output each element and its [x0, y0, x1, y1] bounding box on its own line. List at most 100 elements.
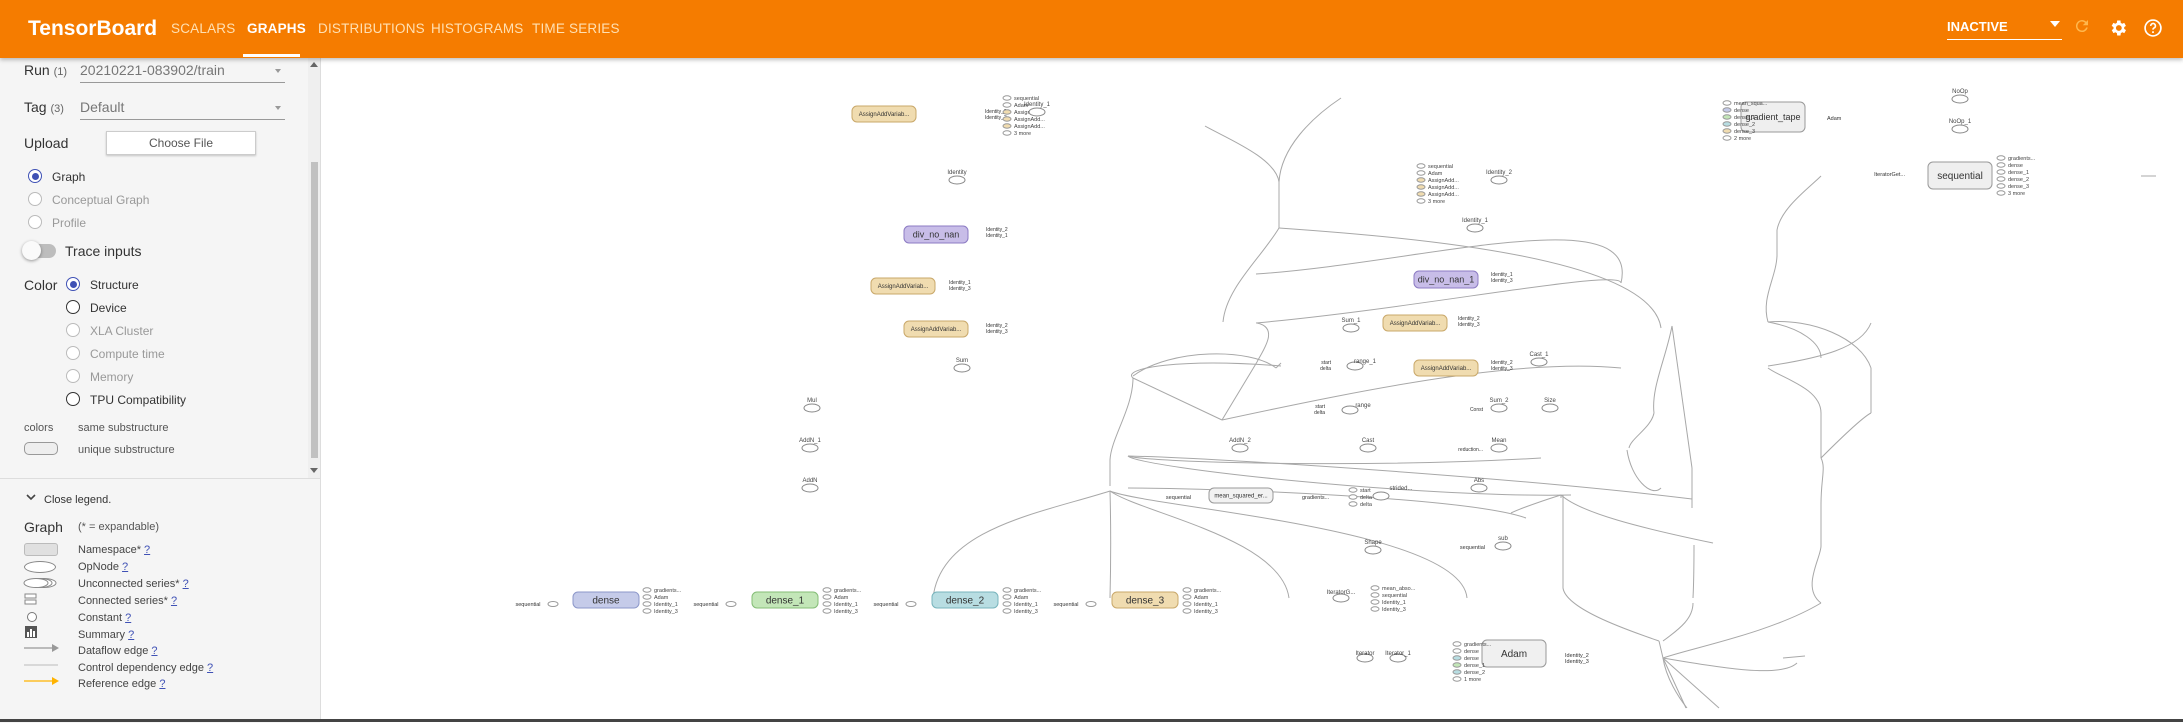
- scroll-up-icon[interactable]: [310, 62, 318, 67]
- assign5-output: Identity_3: [1491, 366, 1513, 372]
- series-label: gradients...: [1014, 588, 1042, 594]
- tag-count: (3): [50, 103, 64, 115]
- node-addn-1[interactable]: AddN_1: [799, 438, 822, 453]
- node-addn-2[interactable]: AddN_2: [1229, 438, 1252, 453]
- tag-select[interactable]: Default: [80, 99, 285, 120]
- series-op: [1370, 592, 1380, 598]
- run-select[interactable]: 20210221-083902/train: [80, 62, 285, 83]
- help-icon[interactable]: [2143, 18, 2163, 38]
- node-shape[interactable]: Shape: [1364, 540, 1382, 555]
- node-identity-1b[interactable]: Identity_1: [1024, 102, 1051, 117]
- node-dense-2[interactable]: dense_2: [931, 591, 999, 609]
- help-link[interactable]: ?: [207, 662, 214, 674]
- node-assign-2[interactable]: AssignAddVariab...: [870, 277, 936, 295]
- assign4-output: Identity_2: [1458, 316, 1480, 322]
- tab-histograms[interactable]: HISTOGRAMS: [431, 21, 524, 36]
- legend-item-control-dependency-edge: Control dependency edge ?: [78, 662, 213, 674]
- tab-scalars[interactable]: SCALARS: [171, 21, 236, 36]
- scrollbar-thumb[interactable]: [311, 162, 318, 458]
- trace-inputs-toggle[interactable]: [22, 241, 56, 260]
- scroll-down-icon[interactable]: [310, 468, 318, 473]
- legend-label: Reference edge: [78, 678, 157, 690]
- tab-graphs[interactable]: GRAPHS: [247, 21, 306, 36]
- sidebar-scrollbar[interactable]: [308, 58, 320, 478]
- refresh-icon[interactable]: [2073, 17, 2091, 35]
- series-label: start: [1360, 488, 1371, 494]
- series-op: [1452, 676, 1462, 682]
- node-assign-5-shape: [1413, 359, 1479, 377]
- color-radio-compute-time[interactable]: [66, 346, 80, 360]
- node-sequential[interactable]: sequential: [1927, 161, 1993, 190]
- series-label: 2 more: [1734, 136, 1751, 142]
- node-addn[interactable]: AddN: [801, 478, 819, 493]
- tab-distributions[interactable]: DISTRIBUTIONS: [318, 21, 425, 36]
- node-sum-2[interactable]: Sum_2: [1489, 398, 1509, 413]
- node-dense-1[interactable]: dense_1: [751, 591, 819, 609]
- node-assign-5[interactable]: AssignAddVariab...: [1413, 359, 1479, 377]
- series-op: [1182, 594, 1192, 600]
- node-iterator[interactable]: Iterator: [1355, 651, 1375, 663]
- node-iterator-1[interactable]: Iterator_1: [1385, 651, 1412, 663]
- series-label: Identity_3: [1382, 607, 1406, 613]
- plugin-status-select[interactable]: INACTIVE: [1947, 17, 2062, 40]
- chevron-down-icon[interactable]: [26, 494, 36, 502]
- node-size[interactable]: Size: [1541, 398, 1559, 413]
- color-radio-xla-cluster[interactable]: [66, 323, 80, 337]
- node-identity[interactable]: Identity: [947, 170, 967, 185]
- help-link[interactable]: ?: [125, 612, 132, 624]
- help-link[interactable]: ?: [122, 561, 129, 573]
- node-mean[interactable]: Mean: [1490, 438, 1508, 453]
- node-cast[interactable]: Cast: [1359, 438, 1377, 453]
- node-shape-label: Shape: [1364, 540, 1382, 546]
- series-op: [1722, 107, 1732, 113]
- node-sum[interactable]: Sum: [953, 358, 971, 373]
- graph-type-radio-profile[interactable]: [28, 215, 42, 229]
- tab-time-series[interactable]: TIME SERIES: [532, 21, 620, 36]
- node-adam[interactable]: Adam: [1481, 639, 1547, 668]
- app-title[interactable]: TensorBoard: [28, 17, 158, 40]
- graph-type-radio-conceptual[interactable]: [28, 192, 42, 206]
- graph-type-radio-graph[interactable]: [28, 169, 42, 183]
- node-gradient-tape[interactable]: gradient_tape: [1740, 101, 1806, 133]
- series-label: gradients...: [654, 588, 682, 594]
- node-sub[interactable]: sub: [1494, 536, 1512, 551]
- color-radio-device[interactable]: [66, 300, 80, 314]
- help-link[interactable]: ?: [182, 578, 189, 590]
- node-iterator-getnext[interactable]: IteratorG...: [1327, 590, 1356, 603]
- node-div-no-nan[interactable]: div_no_nan: [903, 225, 969, 244]
- node-assign-3[interactable]: AssignAddVariab...: [851, 105, 917, 123]
- close-legend-link[interactable]: Close legend.: [44, 494, 112, 506]
- node-assign-1[interactable]: AssignAddVariab...: [903, 320, 969, 338]
- node-abs[interactable]: Abs: [1470, 478, 1488, 493]
- help-link[interactable]: ?: [128, 629, 135, 641]
- series-label: gradients...: [1194, 588, 1222, 594]
- node-dense-3[interactable]: dense_3: [1111, 591, 1179, 609]
- help-link[interactable]: ?: [170, 595, 178, 607]
- color-radio-structure[interactable]: [66, 277, 80, 291]
- gear-icon[interactable]: [2108, 18, 2128, 38]
- node-cast-1[interactable]: Cast_1: [1529, 352, 1549, 367]
- color-radio-tpu[interactable]: [66, 392, 80, 406]
- node-identity-1[interactable]: Identity_1: [1462, 218, 1489, 233]
- help-link[interactable]: ?: [151, 645, 158, 657]
- node-mul[interactable]: Mul: [803, 398, 821, 413]
- color-radio-memory[interactable]: [66, 369, 80, 383]
- help-link[interactable]: ?: [144, 544, 151, 556]
- node-range[interactable]: range: [1341, 403, 1371, 415]
- node-identity-shape: [948, 175, 966, 185]
- node-strided[interactable]: strided...: [1372, 486, 1413, 501]
- node-range-1[interactable]: range_1: [1346, 359, 1377, 371]
- node-identity-2[interactable]: Identity_2: [1486, 170, 1513, 185]
- node-assign-4[interactable]: AssignAddVariab...: [1382, 314, 1448, 332]
- series-op: [1452, 641, 1462, 647]
- node-sum-1[interactable]: Sum_1: [1341, 318, 1361, 333]
- help-link[interactable]: ?: [159, 678, 166, 690]
- choose-file-button[interactable]: Choose File: [106, 131, 256, 155]
- node-dense[interactable]: dense: [572, 591, 640, 609]
- node-noop-1[interactable]: NoOp_1: [1949, 119, 1972, 134]
- node-div-no-nan-1[interactable]: div_no_nan_1: [1413, 270, 1479, 289]
- node-noop[interactable]: NoOp: [1951, 89, 1969, 104]
- node-mse[interactable]: mean_squared_er...: [1208, 487, 1274, 504]
